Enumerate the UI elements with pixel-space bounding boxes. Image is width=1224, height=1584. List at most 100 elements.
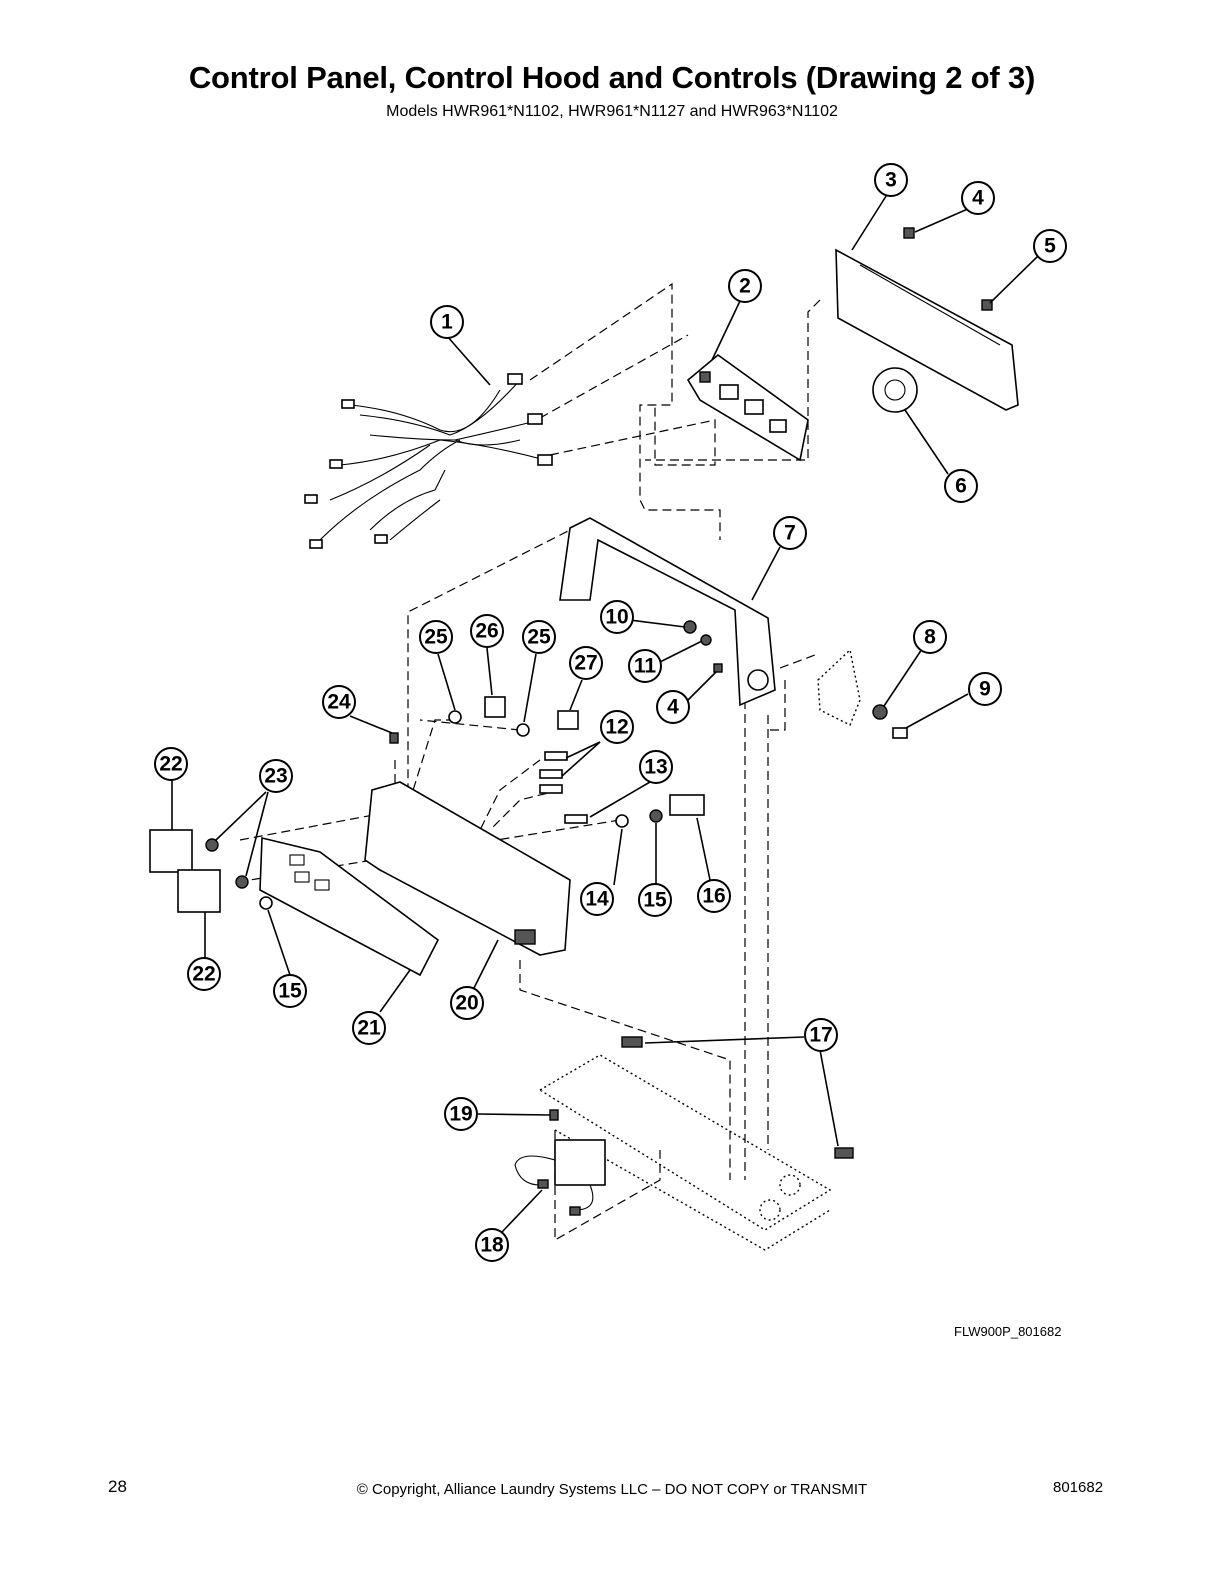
- leader-lines: [171, 192, 1039, 1233]
- callout-23: 23: [259, 759, 293, 793]
- callout-25b: 25: [522, 620, 556, 654]
- svg-text:7: 7: [784, 522, 796, 545]
- callout-9: 9: [968, 672, 1002, 706]
- svg-text:16: 16: [702, 885, 725, 908]
- star-nut: [872, 704, 888, 720]
- nut: [205, 838, 219, 852]
- callout-16: 16: [697, 879, 731, 913]
- svg-text:15: 15: [278, 980, 302, 1003]
- callout-22: 22: [154, 747, 188, 781]
- label: [834, 1147, 854, 1159]
- callout-17: 17: [804, 1018, 838, 1052]
- knob: [149, 829, 193, 873]
- callout-3: 3: [874, 163, 908, 197]
- washer: [516, 723, 530, 737]
- drawing-id: FLW900P_801682: [954, 1324, 1062, 1339]
- svg-text:17: 17: [809, 1024, 832, 1047]
- callout-27: 27: [569, 646, 603, 680]
- screw: [389, 732, 399, 744]
- callout-8: 8: [913, 620, 947, 654]
- svg-text:19: 19: [449, 1103, 472, 1126]
- indicator-lamp: [539, 769, 563, 779]
- callout-13: 13: [639, 750, 673, 784]
- callout-15b: 15: [273, 974, 307, 1008]
- bolt: [892, 727, 908, 739]
- svg-text:23: 23: [264, 765, 287, 788]
- washer: [448, 710, 462, 724]
- callout-15: 15: [638, 883, 672, 917]
- callout-4: 4: [961, 181, 995, 215]
- screw: [713, 663, 723, 673]
- timer-switch: [872, 367, 918, 413]
- callout-1: 1: [430, 305, 464, 339]
- copyright-notice: © Copyright, Alliance Laundry Systems LL…: [356, 1481, 868, 1498]
- screw: [549, 1109, 559, 1121]
- control-panel: [364, 781, 571, 956]
- callout-19: 19: [444, 1097, 478, 1131]
- svg-text:1: 1: [441, 311, 453, 334]
- indicator-lamp: [539, 784, 563, 794]
- callout-6: 6: [944, 469, 978, 503]
- callout-24: 24: [322, 685, 356, 719]
- star-washer: [700, 634, 712, 646]
- svg-text:24: 24: [327, 691, 351, 714]
- svg-text:25: 25: [424, 626, 448, 649]
- svg-text:22: 22: [192, 963, 215, 986]
- svg-text:26: 26: [475, 620, 498, 643]
- control-panel-overlay: [259, 836, 440, 977]
- callout-2: 2: [728, 269, 762, 303]
- svg-text:27: 27: [574, 652, 597, 675]
- screw: [903, 227, 915, 239]
- timer-switch-center: [884, 379, 906, 401]
- control-board: [686, 353, 809, 462]
- push-button-switch: [669, 794, 705, 816]
- callout-25: 25: [419, 620, 453, 654]
- callout-18: 18: [475, 1228, 509, 1262]
- nut: [235, 875, 249, 889]
- screw: [981, 299, 993, 311]
- mounting-bracket: [817, 648, 861, 726]
- svg-text:4: 4: [667, 696, 679, 719]
- svg-text:15: 15: [643, 889, 667, 912]
- nut: [683, 620, 697, 634]
- callout-5: 5: [1033, 229, 1067, 263]
- knob: [177, 869, 221, 913]
- svg-text:10: 10: [605, 606, 628, 629]
- callout-14: 14: [580, 882, 614, 916]
- svg-text:6: 6: [955, 475, 967, 498]
- svg-text:25: 25: [527, 626, 551, 649]
- svg-text:11: 11: [634, 655, 657, 678]
- indicator-lamp: [564, 814, 588, 824]
- callout-21: 21: [352, 1011, 386, 1045]
- callout-4b: 4: [656, 690, 690, 724]
- svg-text:5: 5: [1044, 235, 1056, 258]
- control-hood: [559, 517, 776, 707]
- svg-text:2: 2: [739, 275, 751, 298]
- assembly-guide-lines: [239, 282, 821, 1242]
- callout-12: 12: [600, 710, 634, 744]
- svg-text:3: 3: [885, 169, 897, 192]
- washer: [615, 814, 629, 828]
- callout-22b: 22: [187, 957, 221, 991]
- selector-switch: [484, 696, 506, 718]
- callout-11: 11: [628, 649, 662, 683]
- svg-text:9: 9: [979, 678, 991, 701]
- svg-text:4: 4: [972, 187, 984, 210]
- transformer: [514, 1139, 606, 1216]
- board-bracket: [835, 248, 1019, 411]
- svg-text:8: 8: [924, 626, 936, 649]
- svg-text:21: 21: [357, 1017, 381, 1040]
- indicator-lamp: [544, 751, 568, 761]
- label: [621, 1036, 643, 1048]
- svg-text:20: 20: [455, 992, 478, 1015]
- page-title: Control Panel, Control Hood and Controls…: [188, 60, 1036, 95]
- document-number: 801682: [1053, 1479, 1104, 1496]
- svg-text:13: 13: [644, 756, 667, 779]
- svg-text:18: 18: [480, 1234, 504, 1257]
- svg-text:14: 14: [585, 888, 609, 911]
- callout-10: 10: [600, 600, 634, 634]
- svg-text:22: 22: [159, 753, 182, 776]
- callout-20: 20: [450, 986, 484, 1020]
- wire-harness: [304, 373, 553, 549]
